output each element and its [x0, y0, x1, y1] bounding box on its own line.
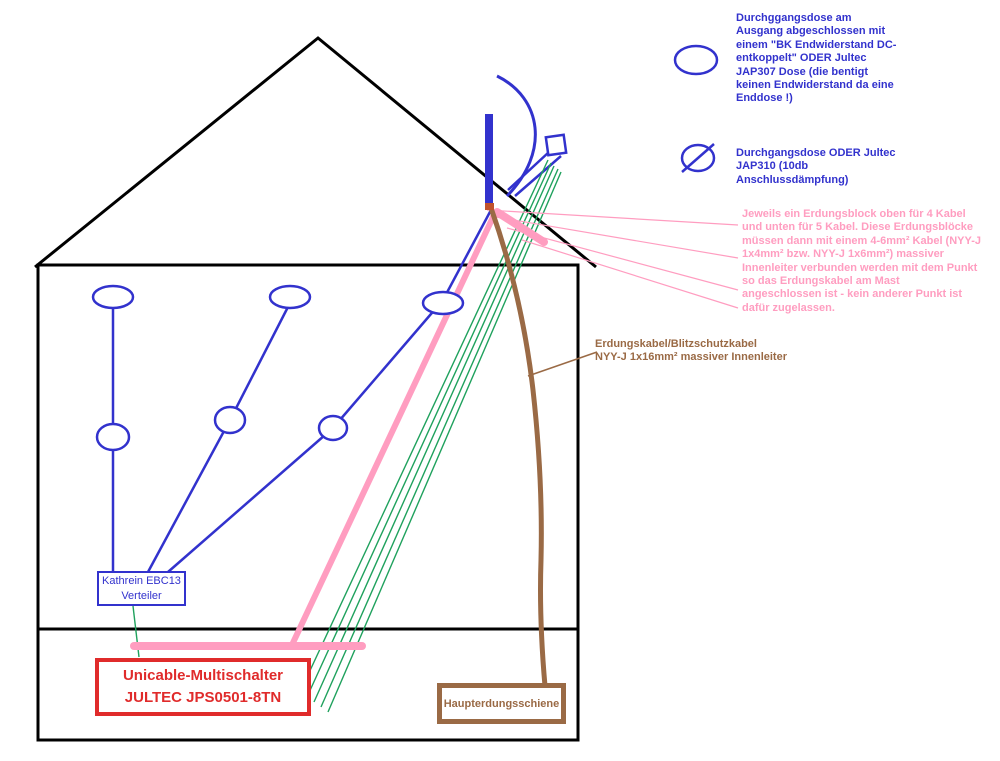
coax-line	[167, 427, 334, 573]
annotation-pointer-line	[486, 209, 739, 226]
grounding-cable	[488, 207, 598, 687]
distributor-box: Kathrein EBC13 Verteiler	[97, 571, 186, 606]
outlet-ellipse	[268, 284, 312, 310]
outlet-symbols	[91, 284, 465, 452]
ground-bus-label: Haupterdungsschiene	[443, 697, 560, 710]
earth-cable-path	[488, 207, 548, 687]
annotation-pointer-line	[521, 239, 739, 309]
ground-bus-box: Haupterdungsschiene	[437, 683, 566, 724]
distributor-label-line2: Verteiler	[121, 589, 162, 602]
outlet-ellipse	[317, 414, 349, 442]
house-body	[36, 263, 580, 742]
lnb-arm	[514, 155, 562, 197]
lnb-cable	[320, 168, 559, 708]
coax-line	[441, 209, 493, 301]
grounding-cable-label: Erdungskabel/Blitzschutzkabel NYY-J 1x16…	[595, 338, 787, 364]
coax-wiring	[111, 209, 493, 573]
bonding-diagonal	[288, 212, 497, 650]
lnb-cable	[313, 165, 555, 703]
legend-passthrough-end-note: Durchggangsdose am Ausgang abgeschlossen…	[736, 12, 897, 105]
house-outline	[34, 36, 597, 742]
outlet-ellipse	[213, 405, 247, 435]
coax-line	[146, 419, 232, 573]
multiswitch-label-line1: Unicable-Multischalter	[122, 666, 284, 684]
outlet-ellipse	[95, 422, 131, 452]
upper-ground-block-stroke	[493, 208, 548, 246]
dish-arc	[496, 74, 537, 198]
lnb-arm	[507, 151, 550, 191]
legend-passthrough-note: Durchgangsdose ODER Jultec JAP310 (10db …	[736, 147, 896, 186]
multiswitch-label-line2: JULTEC JPS0501-8TN	[124, 689, 282, 706]
multiswitch-box: Unicable-Multischalter JULTEC JPS0501-8T…	[95, 658, 311, 716]
coax-line	[228, 302, 292, 421]
annotation-pointer-line	[527, 351, 598, 377]
annotation-pointer-line	[489, 215, 739, 259]
roof-line	[34, 36, 597, 269]
slash-icon	[681, 143, 715, 173]
outlet-ellipse	[421, 290, 465, 316]
grounding-blocks-note: Jeweils ein Erdungsblock oben für 4 Kabe…	[742, 208, 982, 314]
bonding-conductors	[130, 208, 739, 650]
legend-icons	[673, 44, 719, 173]
antenna-mast	[485, 74, 568, 206]
lnb-box	[544, 133, 568, 157]
mast-ground-connector	[485, 203, 494, 210]
distributor-label-line1: Kathrein EBC13	[102, 575, 181, 588]
coax-line	[332, 299, 444, 429]
outlet-ellipse	[91, 284, 135, 310]
lnb-cable	[306, 162, 552, 698]
outlet-ellipse-icon	[673, 44, 719, 76]
lnb-cable	[327, 171, 562, 713]
annotation-pointer-line	[506, 227, 739, 291]
